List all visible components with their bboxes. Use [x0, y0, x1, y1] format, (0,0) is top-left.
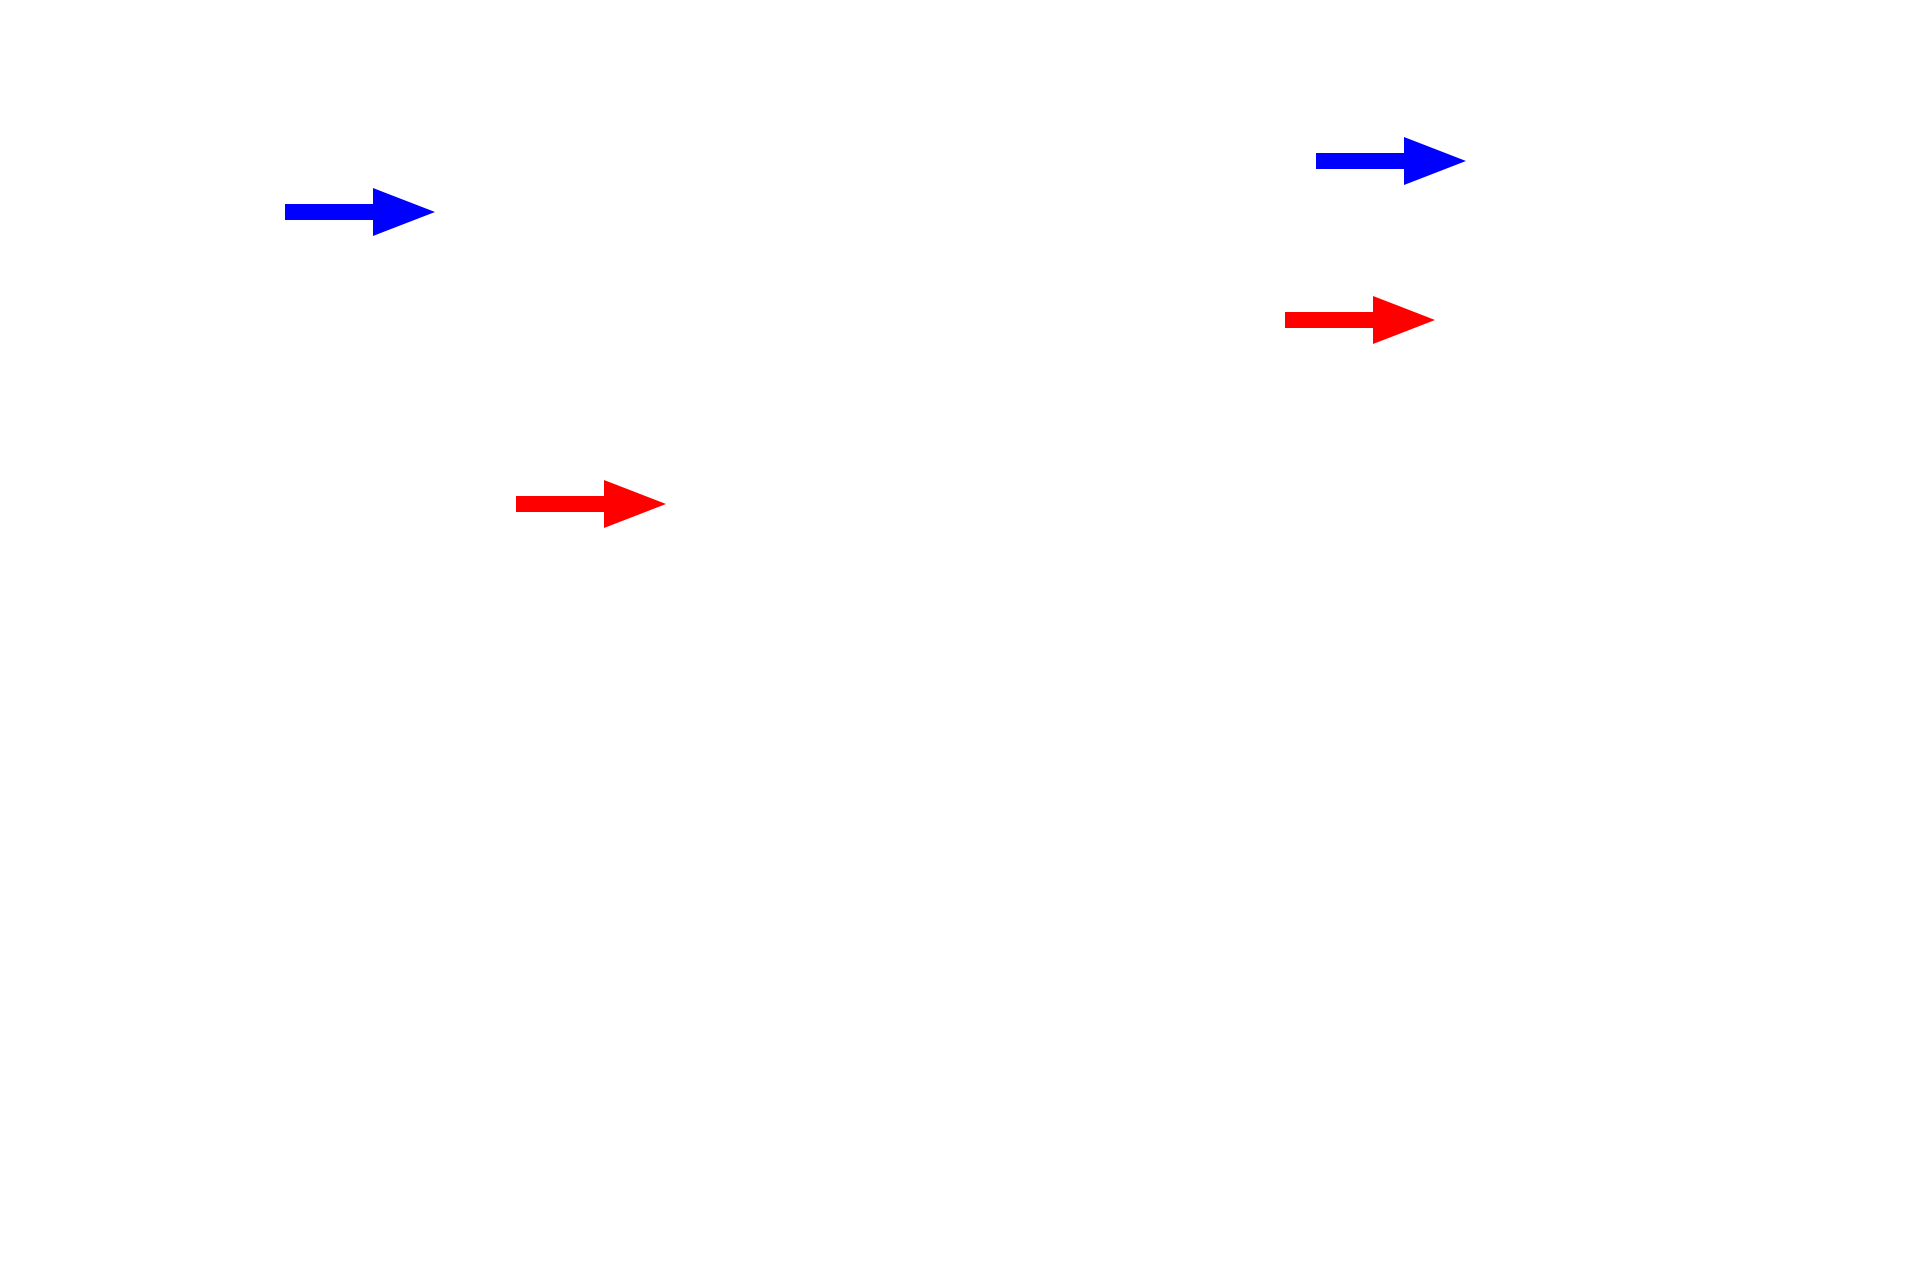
blue-arrow-left-icon: [285, 188, 435, 236]
blue-arrow-right-icon: [1316, 137, 1466, 185]
red-arrow-left-icon: [516, 480, 666, 528]
red-arrow-right-icon: [1285, 296, 1435, 344]
